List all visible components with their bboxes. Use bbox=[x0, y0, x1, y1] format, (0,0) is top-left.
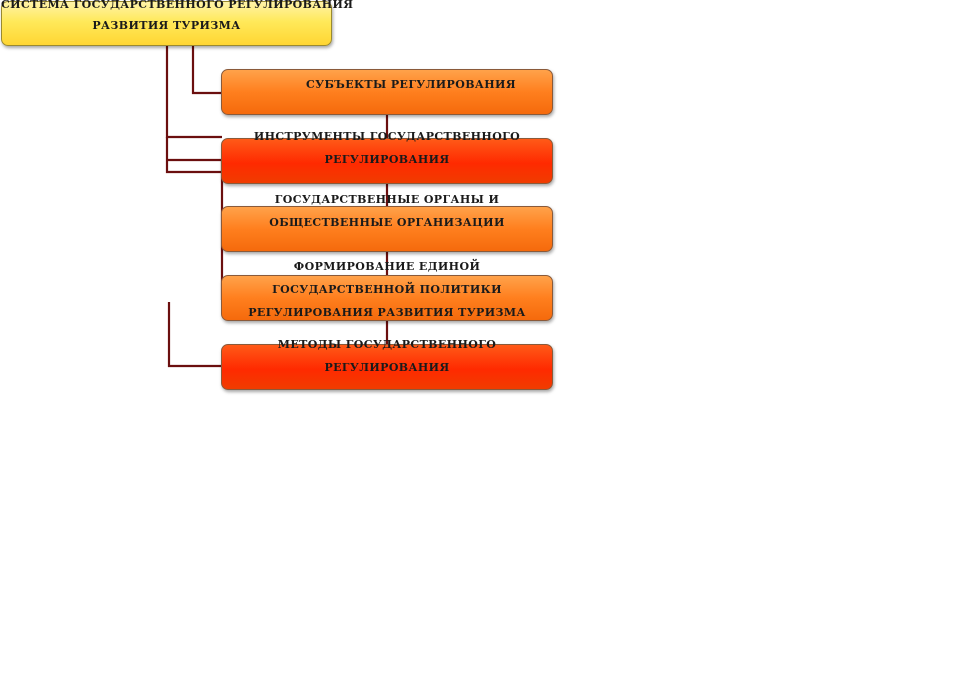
node-policy-label-3: РЕГУЛИРОВАНИЯ РАЗВИТИЯ ТУРИЗМА bbox=[248, 306, 526, 319]
node-policy-box bbox=[221, 275, 553, 321]
connector-root-to-instruments bbox=[165, 46, 222, 139]
connector-root-to-subjects bbox=[191, 46, 222, 95]
node-instruments-label-2: РЕГУЛИРОВАНИЯ bbox=[324, 153, 450, 166]
root-title-line-1: СИСТЕМА ГОСУДАРСТВЕННОГО РЕГУЛИРОВАНИЯ bbox=[1, 0, 354, 11]
root-box bbox=[1, 1, 332, 46]
node-instruments-label-1: ИНСТРУМЕНТЫ ГОСУДАРСТВЕННОГО bbox=[253, 130, 521, 143]
node-bodies-label-1: ГОСУДАРСТВЕННЫЕ ОРГАНЫ И bbox=[274, 193, 500, 206]
node-methods-box bbox=[221, 344, 553, 390]
node-policy-label-1: ФОРМИРОВАНИЕ ЕДИНОЙ bbox=[293, 260, 481, 273]
connector-methods bbox=[167, 302, 222, 368]
node-subjects-label: СУБЪЕКТЫ РЕГУЛИРОВАНИЯ bbox=[306, 78, 516, 91]
node-methods-label-2: РЕГУЛИРОВАНИЯ bbox=[324, 361, 450, 374]
node-policy-label-2: ГОСУДАРСТВЕННОЙ ПОЛИТИКИ bbox=[272, 283, 502, 296]
node-subjects-box bbox=[221, 69, 553, 115]
node-instruments-box bbox=[221, 138, 553, 184]
connector-root-to-instruments-branch bbox=[165, 137, 222, 174]
node-bodies-box bbox=[221, 206, 553, 252]
node-bodies-label-2: ОБЩЕСТВЕННЫЕ ОРГАНИЗАЦИИ bbox=[269, 216, 505, 229]
node-methods-label-1: МЕТОДЫ ГОСУДАРСТВЕННОГО bbox=[277, 338, 497, 351]
root-title-line-2: РАЗВИТИЯ ТУРИЗМА bbox=[92, 19, 241, 32]
